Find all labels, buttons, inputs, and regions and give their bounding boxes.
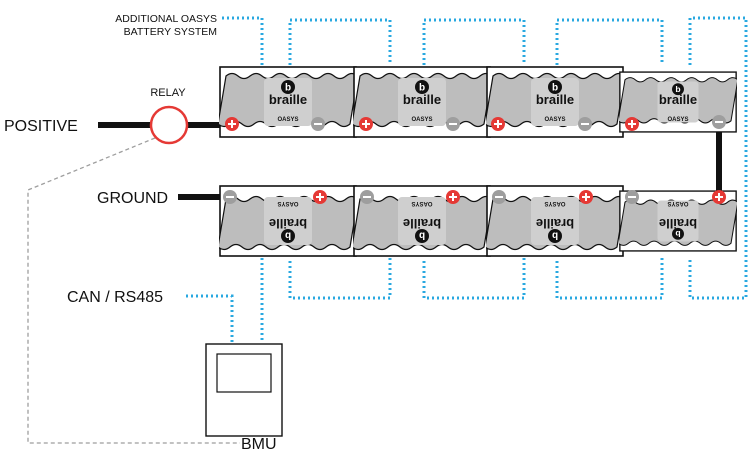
battery-brand: braille bbox=[659, 216, 697, 231]
battery-brand: braille bbox=[403, 92, 441, 107]
link-top-3-4 bbox=[555, 18, 664, 65]
link-bottom-2-1 bbox=[288, 258, 392, 300]
terminals bbox=[223, 115, 726, 204]
can-rs485-label: CAN / RS485 bbox=[67, 289, 163, 306]
link-top-2-3 bbox=[422, 18, 526, 65]
negative-terminal-icon bbox=[492, 190, 506, 204]
relay-label: RELAY bbox=[150, 87, 186, 99]
link-additional-system bbox=[222, 16, 264, 65]
battery-bottom-3: braille OASYS bbox=[486, 185, 624, 257]
bmu-display bbox=[216, 353, 272, 393]
battery-model: OASYS bbox=[544, 200, 565, 206]
positive-label: POSITIVE bbox=[4, 118, 78, 135]
link-bottom-4-3 bbox=[555, 258, 664, 300]
relay-icon bbox=[149, 105, 189, 145]
battery-model: OASYS bbox=[411, 117, 432, 123]
battery-bottom-1: braille OASYS bbox=[219, 185, 357, 257]
positive-terminal-icon bbox=[712, 190, 726, 204]
battery-brand: braille bbox=[659, 92, 697, 107]
positive-terminal-icon bbox=[491, 117, 505, 131]
battery-bottom-4: braille OASYS bbox=[619, 190, 737, 252]
battery-model: OASYS bbox=[544, 117, 565, 123]
positive-terminal-icon bbox=[625, 117, 639, 131]
battery-model: OASYS bbox=[277, 200, 298, 206]
additional-system-label-line2: BATTERY SYSTEM bbox=[124, 26, 217, 38]
positive-terminal-icon bbox=[446, 190, 460, 204]
battery-brand: braille bbox=[536, 216, 574, 231]
battery-model: OASYS bbox=[667, 117, 688, 123]
additional-system-label-line1: ADDITIONAL OASYS bbox=[115, 13, 217, 25]
battery-top-1: braille OASYS bbox=[219, 66, 357, 138]
battery-top-3: braille OASYS bbox=[486, 66, 624, 138]
data-links bbox=[186, 16, 748, 343]
positive-terminal-icon bbox=[313, 190, 327, 204]
negative-terminal-icon bbox=[578, 117, 592, 131]
positive-terminal-icon bbox=[359, 117, 373, 131]
battery-brand: braille bbox=[403, 216, 441, 231]
battery-top-4: braille OASYS bbox=[619, 71, 737, 133]
battery-model: OASYS bbox=[667, 200, 688, 206]
battery-model: OASYS bbox=[411, 200, 432, 206]
negative-terminal-icon bbox=[625, 190, 639, 204]
negative-terminal-icon bbox=[223, 190, 237, 204]
positive-terminal-icon bbox=[225, 117, 239, 131]
negative-terminal-icon bbox=[311, 117, 325, 131]
bmu-unit bbox=[205, 343, 283, 437]
link-can-rs485 bbox=[186, 294, 234, 343]
battery-brand: braille bbox=[269, 92, 307, 107]
ground-label: GROUND bbox=[97, 190, 168, 207]
battery-model: OASYS bbox=[277, 117, 298, 123]
negative-terminal-icon bbox=[712, 115, 726, 129]
battery-brand: braille bbox=[269, 216, 307, 231]
battery-brand: braille bbox=[536, 92, 574, 107]
positive-terminal-icon bbox=[579, 190, 593, 204]
bmu-label: BMU bbox=[241, 436, 277, 449]
link-bottom-3-2 bbox=[422, 258, 526, 300]
link-top4-bottom4 bbox=[688, 16, 748, 300]
battery-top-2: braille OASYS bbox=[353, 66, 491, 138]
link-top-1-2 bbox=[288, 18, 392, 65]
negative-terminal-icon bbox=[446, 117, 460, 131]
negative-terminal-icon bbox=[360, 190, 374, 204]
battery-bottom-2: braille OASYS bbox=[353, 185, 491, 257]
